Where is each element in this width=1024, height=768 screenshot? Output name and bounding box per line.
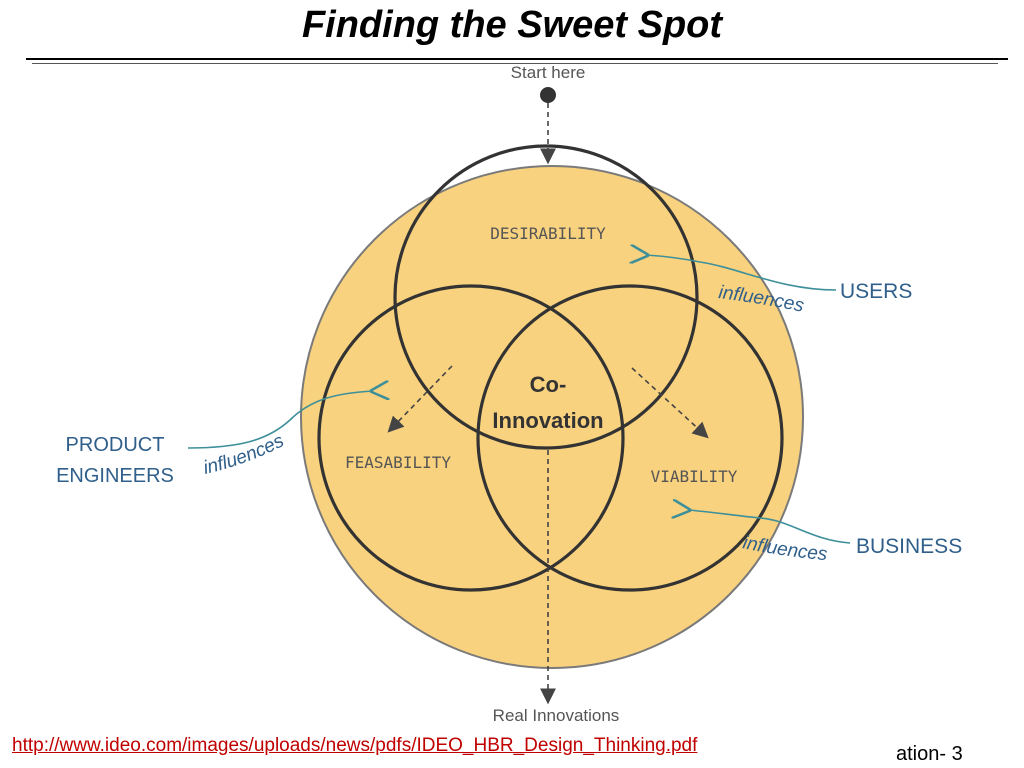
- slide-title: Finding the Sweet Spot: [301, 4, 723, 46]
- center-label-line1: Co-: [530, 372, 567, 397]
- users-label: USERS: [840, 280, 912, 303]
- business-label: BUSINESS: [856, 535, 962, 558]
- business-influence-arrow: [688, 510, 851, 544]
- engineers-label-line1: PRODUCT: [66, 434, 165, 456]
- title-divider-shadow: [32, 63, 998, 64]
- arrow-to-viability: [631, 367, 709, 439]
- users-influence-arrow: [646, 255, 837, 291]
- feasability-label: FEASABILITY: [345, 453, 451, 472]
- desirability-circle: [393, 144, 699, 450]
- engineers-label-line2: ENGINEERS: [56, 465, 174, 487]
- title-divider: [26, 58, 1008, 60]
- viability-label: VIABILITY: [651, 467, 738, 486]
- engineers-influence-arrow: [187, 391, 373, 449]
- end-label: Real Innovations: [493, 706, 620, 725]
- start-label: Start here: [511, 63, 586, 82]
- desirability-label: DESIRABILITY: [490, 224, 606, 243]
- slide-footer: ation- 3: [896, 743, 963, 765]
- viability-circle: [476, 284, 784, 592]
- start-dot: [540, 87, 556, 103]
- feasability-circle: [317, 284, 625, 592]
- engineers-influences-text: influences: [201, 430, 287, 479]
- center-label-line2: Innovation: [492, 408, 603, 433]
- source-link[interactable]: http://www.ideo.com/images/uploads/news/…: [12, 735, 698, 756]
